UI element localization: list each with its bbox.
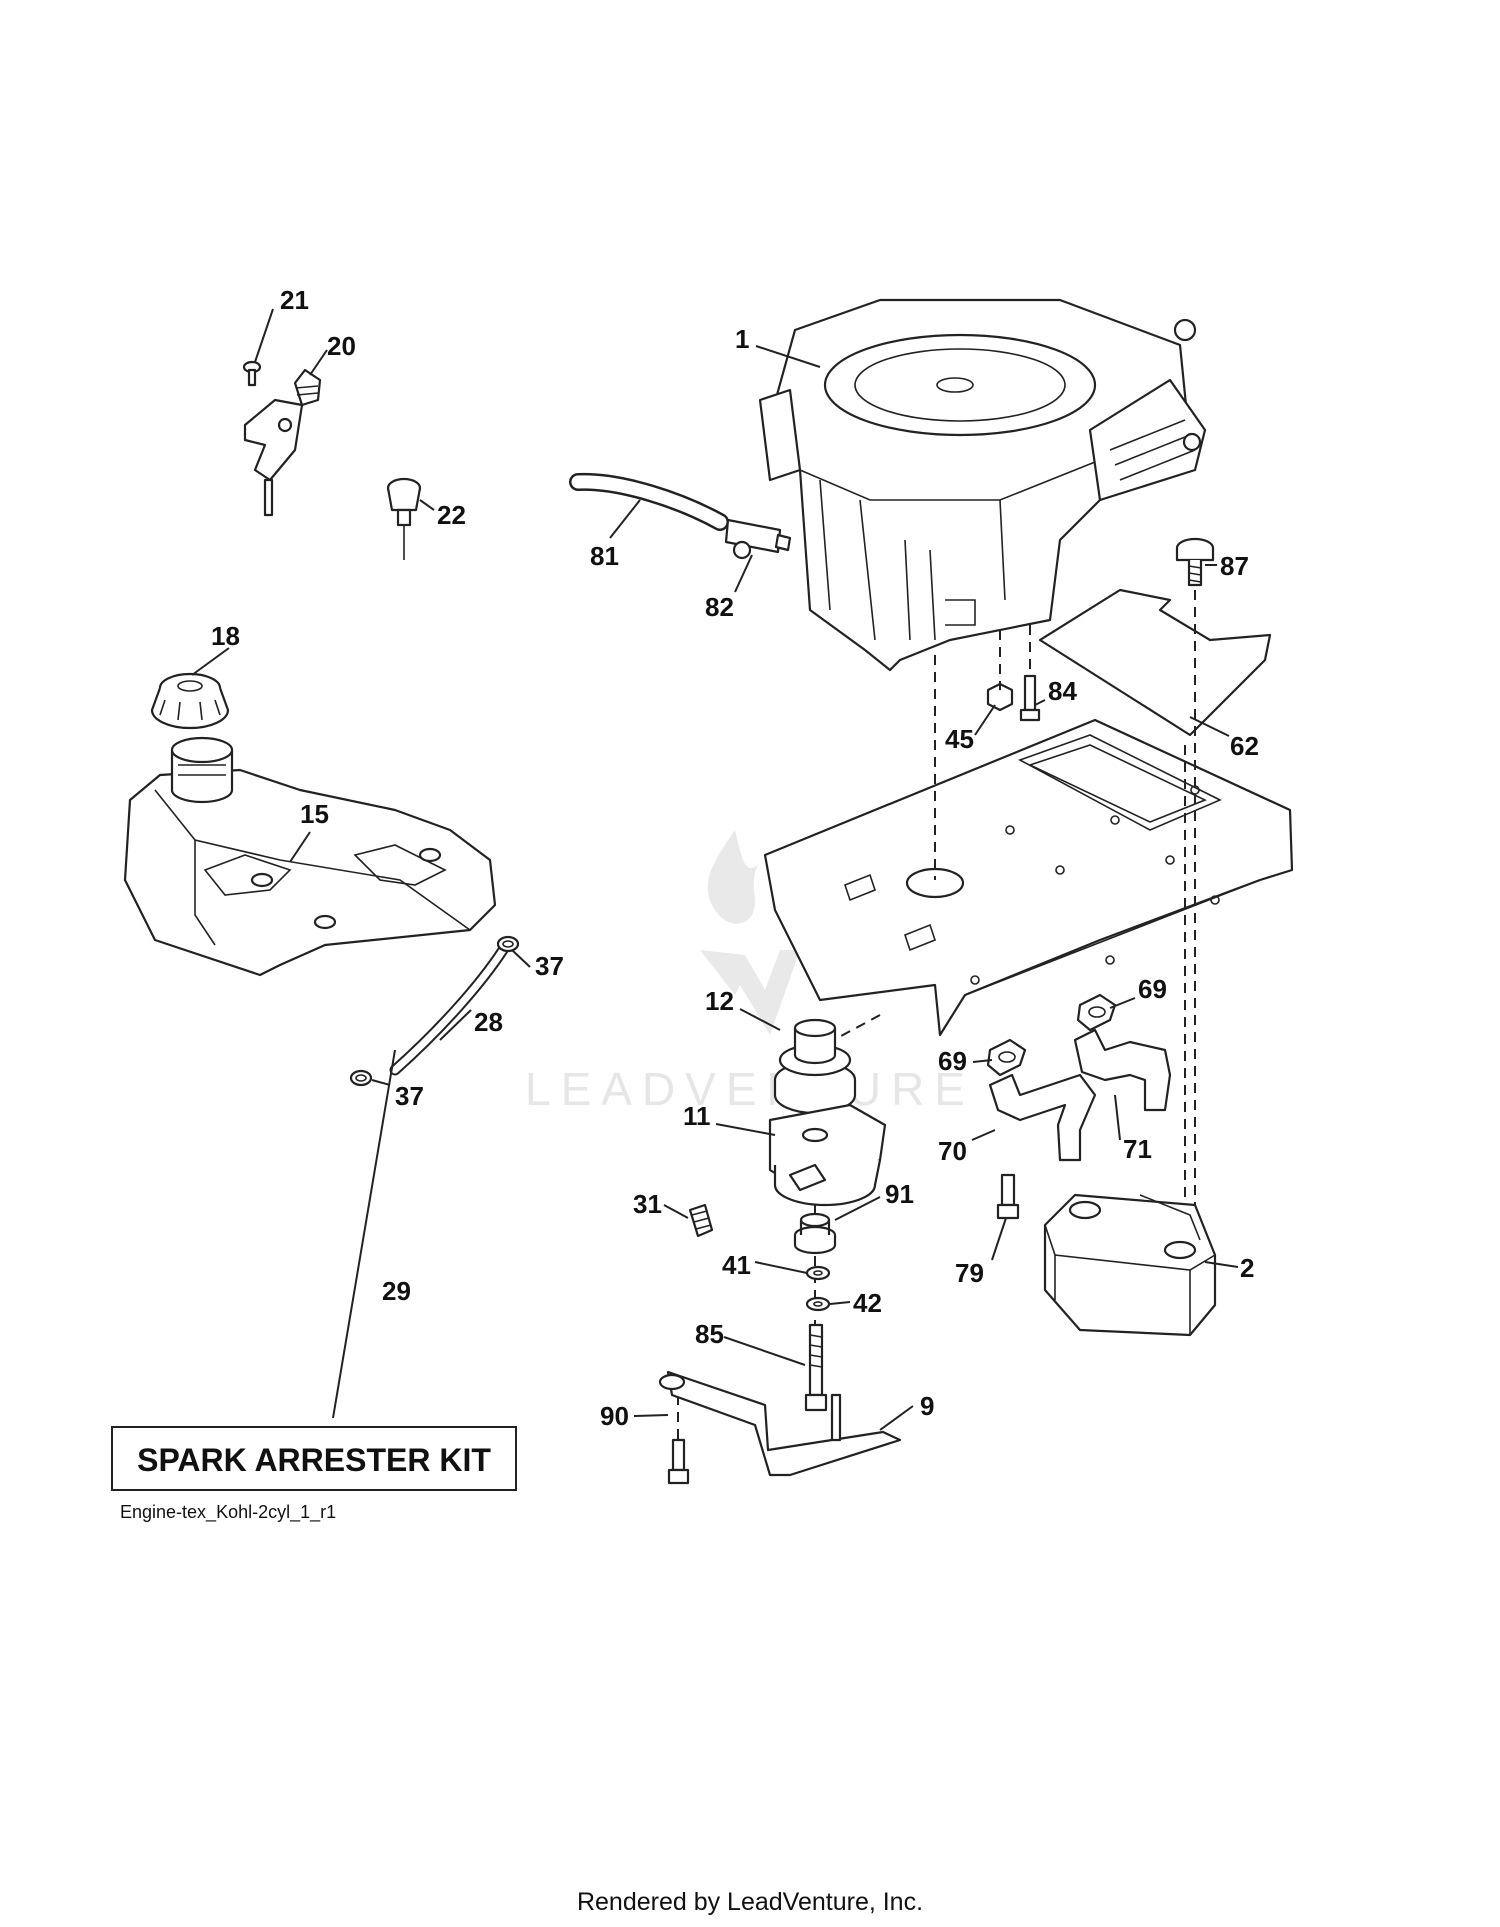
callout-21: 21 bbox=[280, 285, 309, 315]
part-bolt-85 bbox=[804, 1323, 828, 1412]
part-spring-31 bbox=[688, 1203, 714, 1238]
callout-85: 85 bbox=[695, 1319, 724, 1349]
callout-2: 2 bbox=[1240, 1253, 1254, 1283]
leader-lines bbox=[191, 308, 1239, 1431]
part-bolt-90 bbox=[667, 1438, 690, 1485]
spark-arrester-kit-label: SPARK ARRESTER KIT bbox=[137, 1442, 491, 1478]
callout-18: 18 bbox=[211, 621, 240, 651]
callout-11: 11 bbox=[683, 1101, 711, 1131]
callout-70: 70 bbox=[938, 1136, 967, 1166]
callout-29: 29 bbox=[382, 1276, 411, 1306]
callout-22: 22 bbox=[437, 500, 466, 530]
part-gasket-69a bbox=[1076, 993, 1117, 1032]
part-heat-shield bbox=[1038, 588, 1272, 737]
callout-1: 1 bbox=[735, 324, 749, 354]
part-exhaust-pipe-71 bbox=[1073, 1028, 1172, 1112]
part-bracket-rod bbox=[658, 1370, 902, 1477]
part-clamp-37a bbox=[496, 935, 520, 953]
part-clutch bbox=[768, 1103, 887, 1207]
callout-81: 81 bbox=[590, 541, 619, 571]
watermark-text: LEADVENTURE bbox=[525, 1063, 975, 1115]
callout-42: 42 bbox=[853, 1288, 882, 1318]
spark-arrester-kit-box: SPARK ARRESTER KIT bbox=[111, 1426, 517, 1491]
callout-87: 87 bbox=[1220, 551, 1249, 581]
callout-91: 91 bbox=[885, 1179, 914, 1209]
part-washer-42 bbox=[805, 1296, 831, 1312]
part-fuel-hose bbox=[569, 472, 729, 531]
part-gasket-69b bbox=[986, 1038, 1027, 1077]
part-screw-21 bbox=[242, 360, 262, 387]
callout-82: 82 bbox=[705, 592, 734, 622]
callout-84: 84 bbox=[1048, 676, 1077, 706]
part-choke-knob bbox=[386, 477, 422, 560]
part-clamp-37b bbox=[349, 1069, 373, 1087]
callout-90: 90 bbox=[600, 1401, 629, 1431]
part-fuel-cap bbox=[150, 672, 230, 730]
callout-62: 62 bbox=[1230, 731, 1259, 761]
part-fuel-filter bbox=[724, 518, 792, 560]
part-engine-frame bbox=[763, 718, 1294, 1037]
callout-71: 71 bbox=[1123, 1134, 1152, 1164]
callout-37a: 37 bbox=[535, 951, 564, 981]
callout-9: 9 bbox=[920, 1391, 934, 1421]
part-engine bbox=[758, 298, 1207, 672]
part-muffler bbox=[1043, 1193, 1217, 1337]
drawing-code: Engine-tex_Kohl-2cyl_1_r1 bbox=[120, 1502, 336, 1523]
part-bolt-87 bbox=[1175, 537, 1215, 587]
part-pulley bbox=[773, 1018, 857, 1115]
part-fuel-line bbox=[389, 944, 509, 1076]
part-washer-41 bbox=[805, 1265, 831, 1281]
part-bolt-79 bbox=[996, 1173, 1020, 1220]
callout-20: 20 bbox=[327, 331, 356, 361]
callout-28: 28 bbox=[474, 1007, 503, 1037]
callout-31: 31 bbox=[633, 1189, 662, 1219]
callout-69a: 69 bbox=[1138, 974, 1167, 1004]
watermark-logo: LEADVENTURE bbox=[525, 830, 975, 1115]
part-spacer-91 bbox=[793, 1212, 837, 1255]
part-fuel-tank bbox=[123, 736, 497, 977]
callout-41: 41 bbox=[722, 1250, 751, 1280]
callout-79: 79 bbox=[955, 1258, 984, 1288]
part-throttle-control bbox=[243, 368, 322, 517]
callout-15: 15 bbox=[300, 799, 329, 829]
callout-45: 45 bbox=[945, 724, 974, 754]
rendered-by-footer: Rendered by LeadVenture, Inc. bbox=[576, 1888, 924, 1916]
callout-12: 12 bbox=[705, 986, 734, 1016]
part-bolt-84 bbox=[1019, 674, 1041, 722]
callout-labels: 1 2 9 11 12 15 18 20 21 22 28 29 31 37 3… bbox=[211, 285, 1259, 1431]
callout-69b: 69 bbox=[938, 1046, 967, 1076]
part-exhaust-pipe-70 bbox=[988, 1073, 1097, 1162]
callout-37b: 37 bbox=[395, 1081, 424, 1111]
